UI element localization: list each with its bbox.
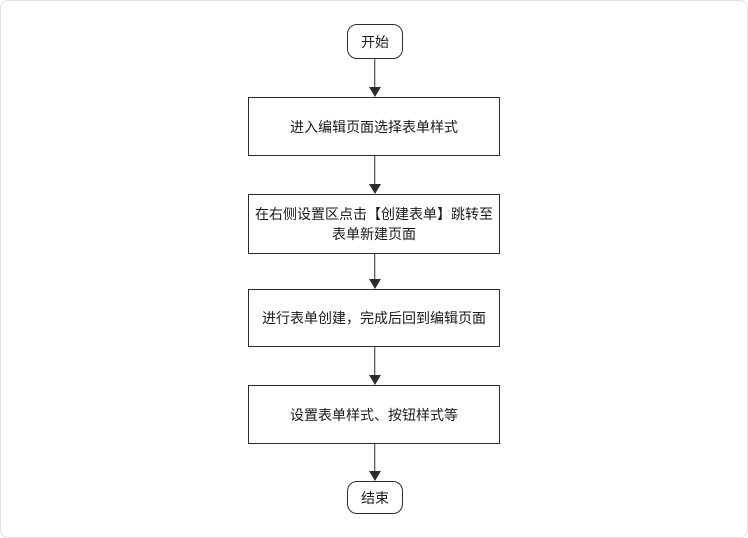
arrow-shaft <box>373 347 376 377</box>
arrow-step3-to-step4 <box>368 347 381 385</box>
arrow-down-icon <box>368 184 381 194</box>
arrow-step4-to-end <box>368 444 381 481</box>
start-terminator-node: 开始 <box>347 24 403 59</box>
arrow-step2-to-step3 <box>368 254 381 289</box>
arrow-shaft <box>373 254 376 281</box>
arrow-step1-to-step2 <box>368 156 381 194</box>
start-node-label: 开始 <box>361 33 389 50</box>
arrow-down-icon <box>368 87 381 97</box>
process-node-set-styles: 设置表单样式、按钮样式等 <box>248 385 500 444</box>
arrow-down-icon <box>368 471 381 481</box>
arrow-down-icon <box>368 375 381 385</box>
arrow-shaft <box>373 59 376 89</box>
arrow-down-icon <box>368 279 381 289</box>
process-node-label: 进行表单创建，完成后回到编辑页面 <box>262 310 486 326</box>
process-node-build-form-return: 进行表单创建，完成后回到编辑页面 <box>248 289 500 347</box>
process-node-label: 进入编辑页面选择表单样式 <box>290 118 458 135</box>
process-node-label: 设置表单样式、按钮样式等 <box>290 406 458 423</box>
arrow-start-to-step1 <box>368 59 381 97</box>
arrow-shaft <box>373 156 376 186</box>
process-node-select-form-style: 进入编辑页面选择表单样式 <box>248 97 500 156</box>
process-node-label: 在右侧设置区点击【创建表单】跳转至表单新建页面 <box>255 206 493 242</box>
arrow-shaft <box>373 444 376 473</box>
process-node-create-form-jump: 在右侧设置区点击【创建表单】跳转至表单新建页面 <box>248 194 500 254</box>
end-terminator-node: 结束 <box>347 481 403 514</box>
end-node-label: 结束 <box>361 489 389 506</box>
